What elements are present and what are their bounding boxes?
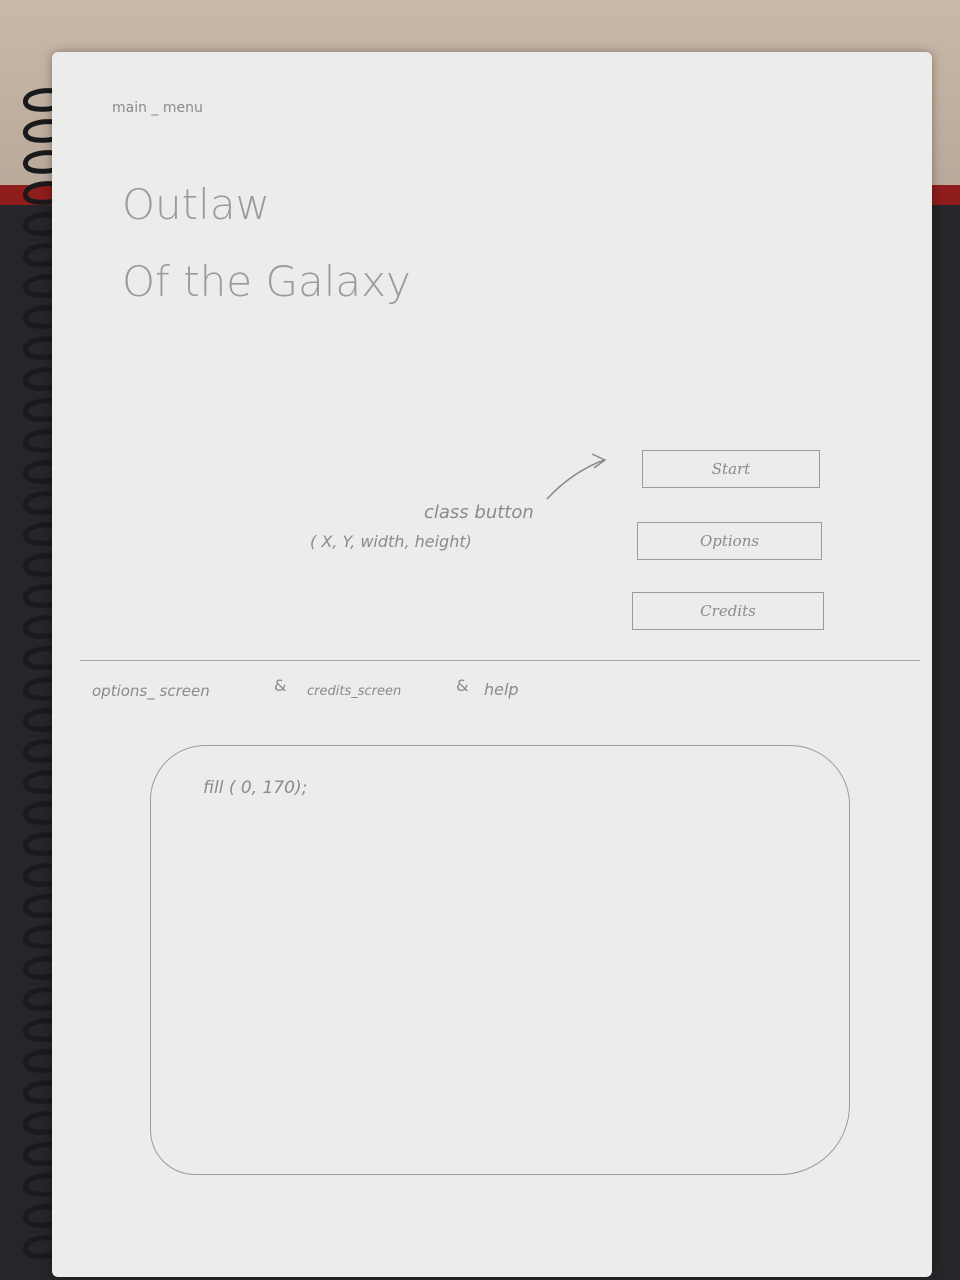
ampersand-1: & <box>274 676 287 695</box>
notebook-page: main _ menu Outlaw Of the Galaxy class b… <box>52 52 932 1277</box>
credits-button[interactable]: Credits <box>632 592 824 630</box>
game-title-line1: Outlaw <box>122 180 270 229</box>
class-button-annotation: class button <box>424 502 534 523</box>
overlay-panel-sketch: fill ( 0, 170); <box>150 745 850 1175</box>
options-button[interactable]: Options <box>637 522 822 560</box>
help-label: help <box>484 680 519 699</box>
main-menu-label: main _ menu <box>112 100 203 116</box>
ampersand-2: & <box>456 676 469 695</box>
start-button[interactable]: Start <box>642 450 820 488</box>
button-params-annotation: ( X, Y, width, height) <box>310 532 472 551</box>
fill-code-note: fill ( 0, 170); <box>203 778 308 798</box>
game-title-line2: Of the Galaxy <box>122 257 411 306</box>
section-divider <box>80 660 920 661</box>
credits-screen-label: credits_screen <box>307 684 402 699</box>
options-screen-label: options_ screen <box>92 682 210 700</box>
annotation-arrow <box>546 453 607 500</box>
